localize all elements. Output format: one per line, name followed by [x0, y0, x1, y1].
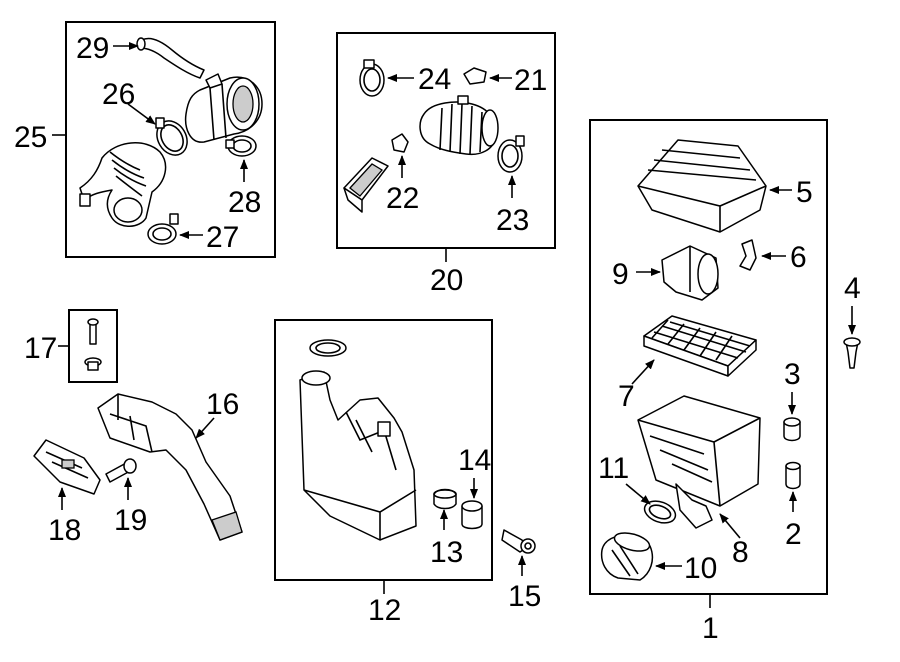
resonator-tank	[299, 370, 417, 541]
callout-10: 10	[684, 552, 717, 585]
bolt-part-19	[105, 458, 137, 483]
callout-29: 29	[76, 32, 109, 65]
callout-24: 24	[418, 63, 451, 96]
callout-6: 6	[790, 241, 807, 274]
callout-11: 11	[598, 452, 629, 485]
callout-17: 17	[24, 332, 57, 365]
clamp-part-27	[147, 213, 179, 245]
bolt-part-17	[84, 318, 102, 371]
group-25-box: 25 29 26	[14, 21, 276, 258]
callout-4: 4	[844, 272, 861, 305]
callout-25: 25	[14, 121, 47, 154]
push-pin-part-4	[843, 337, 861, 369]
duct-part-10	[600, 532, 654, 581]
seal-ring	[309, 339, 347, 357]
callout-12: 12	[368, 594, 401, 627]
clamp-part-24	[359, 59, 385, 97]
bushing-part-14	[461, 500, 483, 530]
fitting-part-21	[463, 67, 487, 85]
air-cleaner-body-part-8	[637, 395, 761, 529]
callout-16: 16	[206, 388, 239, 421]
group-12-box: 12 13 14	[274, 319, 493, 627]
callout-5: 5	[796, 176, 813, 209]
bushing-part-13	[433, 488, 457, 510]
grommet-part-22	[391, 133, 409, 153]
callout-13: 13	[430, 536, 463, 569]
callout-23: 23	[496, 204, 529, 237]
air-inlet-duct	[343, 157, 389, 213]
callout-1: 1	[702, 612, 719, 645]
resonator-part-9	[661, 245, 719, 301]
clamp-part-23	[497, 135, 525, 173]
air-cleaner-cover-part-5	[637, 139, 767, 233]
bolt-part-15	[501, 529, 536, 554]
callout-14: 14	[458, 444, 491, 477]
callout-9: 9	[612, 258, 629, 291]
clamp-part-28	[225, 135, 257, 157]
callout-7: 7	[618, 380, 635, 413]
group-17-box: 17	[24, 309, 118, 383]
callout-26: 26	[102, 78, 135, 111]
hose-part-29	[136, 37, 205, 79]
callout-28: 28	[228, 186, 261, 219]
callout-15: 15	[508, 580, 541, 613]
callout-3: 3	[784, 358, 801, 391]
air-filter-element-part-7	[643, 315, 757, 377]
resonator-duct	[419, 95, 499, 156]
insulator-part-2	[785, 461, 801, 490]
gasket-part-11	[643, 500, 677, 524]
callout-8: 8	[732, 536, 749, 569]
callout-21: 21	[514, 64, 547, 97]
callout-27: 27	[206, 221, 239, 254]
group-20-box: 20 24 21 22	[336, 32, 556, 297]
callout-19: 19	[114, 504, 147, 537]
intake-duct-hose	[79, 142, 167, 227]
callout-20: 20	[430, 264, 463, 297]
callout-2: 2	[785, 518, 802, 551]
callout-18: 18	[48, 514, 81, 547]
clip-part-6	[739, 239, 757, 271]
group-1-box: 1 5 6 9 7	[589, 119, 828, 645]
insulator-part-3	[783, 417, 801, 442]
bracket-part-18	[33, 439, 101, 495]
air-guide-part-16	[97, 393, 243, 541]
callout-22: 22	[386, 182, 419, 215]
clamp-part-26	[155, 117, 188, 156]
air-flow-sensor-housing	[184, 73, 263, 143]
